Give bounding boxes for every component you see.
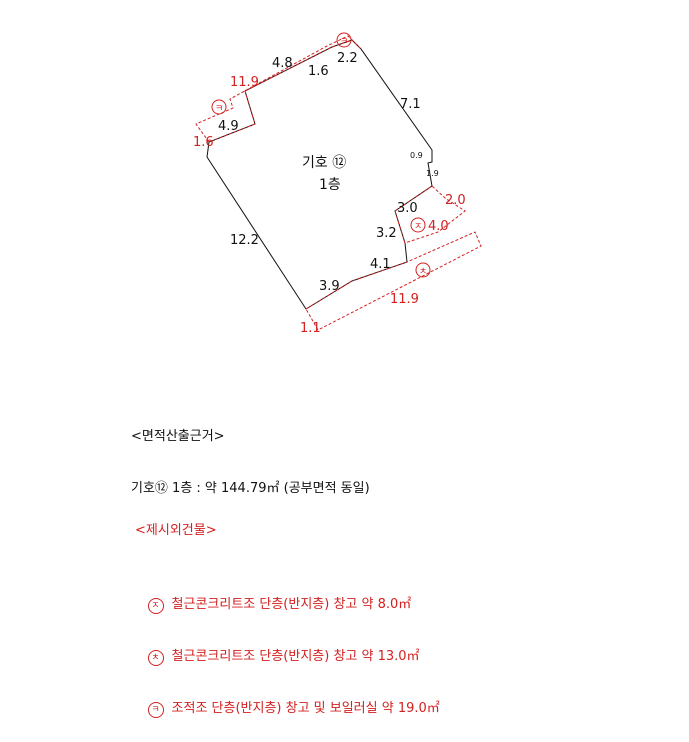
dim-inner-30: 3.0 — [397, 201, 418, 216]
mark-ka-left-circle — [211, 99, 227, 115]
extras-item-mark: ㅊ — [147, 650, 164, 666]
calc-line: 기호⑫ 1층 : 약 144.79㎡ (공부면적 동일) — [131, 481, 370, 496]
mark-cha-circle — [415, 262, 431, 278]
extras-item-text: 조적조 단층(반지층) 창고 및 보일러실 약 19.0㎡ — [171, 701, 440, 716]
mark-ja-circle — [410, 217, 426, 233]
extras-item-ka: ㅋ 조적조 단층(반지층) 창고 및 보일러실 약 19.0㎡ — [131, 676, 440, 718]
red-dim-right-20: 2.0 — [445, 193, 466, 208]
room-label: 기호 ⑫ — [302, 155, 346, 171]
dim-inner-32: 3.2 — [376, 226, 397, 241]
dim-bottom: 3.9 — [319, 279, 340, 294]
dim-right-small-b: 1.9 — [426, 169, 439, 178]
calc-heading: <면적산출근거> — [131, 429, 225, 444]
extras-block: <제시외건물> ㅈ 철근콘크리트조 단층(반지층) 창고 약 8.0㎡ ㅊ 철근콘크… — [131, 490, 440, 718]
dim-right-upper: 7.1 — [400, 97, 421, 112]
mark-cha: ㅊ — [419, 267, 427, 277]
red-dim-top-119: 11.9 — [230, 75, 259, 90]
dim-inner-41: 4.1 — [370, 257, 391, 272]
dim-left: 12.2 — [230, 233, 259, 248]
extras-item-cha: ㅊ 철근콘크리트조 단층(반지층) 창고 약 13.0㎡ — [131, 624, 440, 666]
extras-heading: <제시외건물> — [135, 523, 217, 538]
annex-ja-outline — [394, 185, 466, 244]
red-dim-bottom-119: 11.9 — [390, 292, 419, 307]
floor-label: 1층 — [319, 177, 341, 193]
mark-ja: ㅈ — [414, 222, 422, 232]
dim-top-small: 2.2 — [337, 51, 358, 66]
extras-item-text: 철근콘크리트조 단층(반지층) 창고 약 8.0㎡ — [171, 597, 412, 612]
red-dim-bottom-11: 1.1 — [300, 321, 321, 336]
mark-ka-top: ㅋ — [340, 37, 348, 47]
extras-item-mark: ㅋ — [147, 702, 164, 718]
annex-ka-outline — [195, 35, 362, 143]
annex-cha-outline — [305, 231, 482, 331]
dim-top-left: 4.8 — [272, 56, 293, 71]
dim-top-mid: 1.6 — [308, 64, 329, 79]
dim-notch: 4.9 — [218, 119, 239, 134]
mark-ka-top-circle — [336, 32, 352, 48]
red-dim-left-16: 1.6 — [193, 135, 214, 150]
mark-ka-left: ㅋ — [215, 104, 223, 114]
calc-block: <면적산출근거> 기호⑫ 1층 : 약 144.79㎡ (공부면적 동일) — [131, 396, 370, 515]
extras-item-ja: ㅈ 철근콘크리트조 단층(반지층) 창고 약 8.0㎡ — [131, 572, 440, 614]
red-dim-mid-40: 4.0 — [428, 219, 449, 234]
extras-item-text: 철근콘크리트조 단층(반지층) 창고 약 13.0㎡ — [171, 649, 420, 664]
extras-item-mark: ㅈ — [147, 598, 164, 614]
floor-plan-diagram: ㅋ ㅋ ㅈ ㅊ 4.8 1.6 2.2 7.1 0.9 1.9 3.0 3.2 … — [193, 32, 482, 336]
dim-right-small-a: 0.9 — [410, 151, 423, 160]
